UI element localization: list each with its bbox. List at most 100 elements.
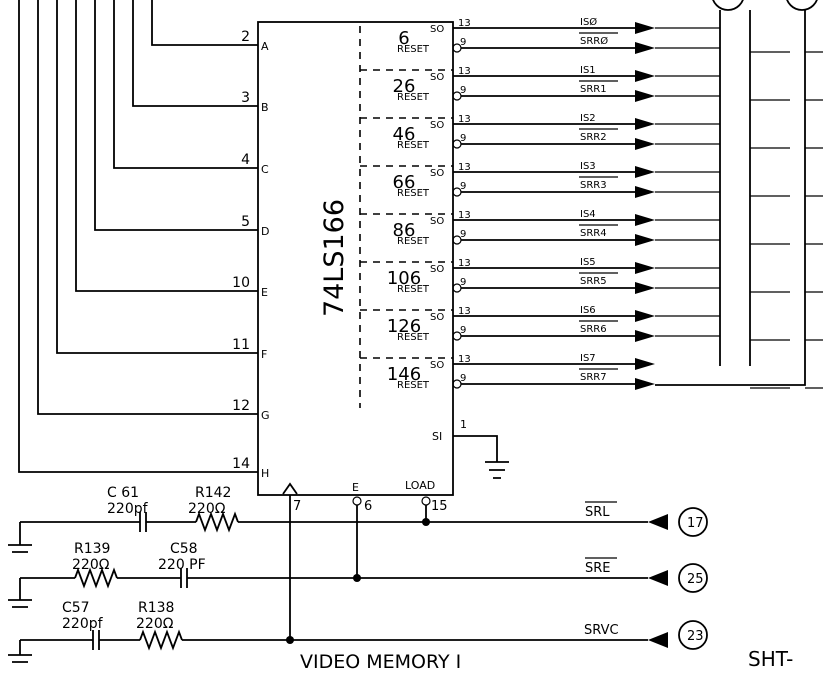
reset-net-label: SRR7 bbox=[580, 372, 607, 383]
so-arrow bbox=[635, 262, 655, 274]
left-pin-number: 5 bbox=[241, 214, 250, 230]
r142-name: R142 bbox=[195, 485, 231, 501]
so-pin-number: 13 bbox=[458, 162, 471, 173]
left-pin-wire bbox=[94, 0, 258, 231]
connector-circle-top-1 bbox=[712, 0, 744, 11]
section-id: 46 bbox=[393, 124, 416, 145]
reset-pin-number: 9 bbox=[460, 85, 466, 96]
left-pin-number: 4 bbox=[241, 152, 250, 168]
c61-value: 220pf bbox=[107, 501, 149, 517]
reset-label: RESET bbox=[397, 92, 430, 103]
section-id: 6 bbox=[398, 28, 409, 49]
so-pin-number: 13 bbox=[458, 18, 471, 29]
so-label: SO bbox=[430, 24, 444, 35]
left-pin-wire bbox=[132, 0, 258, 107]
so-arrow bbox=[635, 22, 655, 34]
so-label: SO bbox=[430, 264, 444, 275]
signal-lines bbox=[8, 507, 708, 663]
section-id: 26 bbox=[393, 76, 416, 97]
section-id: 66 bbox=[393, 172, 416, 193]
left-pin-wire bbox=[18, 0, 258, 473]
so-label: SO bbox=[430, 120, 444, 131]
left-pin-wire bbox=[151, 0, 258, 46]
so-pin-number: 13 bbox=[458, 66, 471, 77]
left-pin-number: 3 bbox=[241, 90, 250, 106]
left-pin-label: H bbox=[261, 467, 269, 480]
left-pin-label: C bbox=[261, 163, 269, 176]
so-label: SO bbox=[430, 360, 444, 371]
so-pin-number: 13 bbox=[458, 114, 471, 125]
left-pin-label: E bbox=[261, 286, 268, 299]
reset-pin-number: 9 bbox=[460, 181, 466, 192]
si-ground: SI 1 bbox=[432, 418, 509, 479]
reset-net-label: SRR3 bbox=[580, 180, 607, 191]
connector-circle-top-2 bbox=[786, 0, 818, 11]
so-net-label: IS6 bbox=[580, 305, 596, 316]
signal-sre-net: SRE bbox=[585, 561, 611, 576]
so-label: SO bbox=[430, 216, 444, 227]
reset-bubble bbox=[452, 187, 462, 197]
left-pin-wire bbox=[56, 0, 258, 354]
r138-name: R138 bbox=[138, 600, 174, 616]
so-net-label: ISØ bbox=[580, 16, 597, 28]
reset-label: RESET bbox=[397, 284, 430, 295]
so-net-label: IS1 bbox=[580, 65, 596, 76]
so-pin-number: 13 bbox=[458, 306, 471, 317]
so-pin-number: 13 bbox=[458, 210, 471, 221]
reset-arrow bbox=[635, 378, 655, 390]
signal-srvc-net: SRVC bbox=[584, 623, 619, 638]
signal-srvc-connector: 23 bbox=[687, 629, 704, 644]
bus-vertical bbox=[655, 10, 806, 386]
bottom-pin-7: 7 bbox=[293, 499, 301, 514]
so-net-label: IS3 bbox=[580, 161, 596, 172]
so-pin-number: 13 bbox=[458, 258, 471, 269]
left-pin-label: A bbox=[261, 40, 269, 53]
reset-pin-number: 9 bbox=[460, 133, 466, 144]
reset-net-label: SRR1 bbox=[580, 84, 607, 95]
r139-value: 220Ω bbox=[72, 557, 110, 573]
signal-srl-connector: 17 bbox=[687, 516, 704, 531]
signal-sre-connector: 25 bbox=[687, 572, 704, 587]
reset-net-label: SRRØ bbox=[580, 35, 608, 47]
left-pin-wire bbox=[113, 0, 258, 169]
section-id: 146 bbox=[387, 364, 421, 385]
so-net-label: IS2 bbox=[580, 113, 596, 124]
component-labels: C 61 220pf R142 220Ω R139 220Ω C58 220 P… bbox=[62, 485, 231, 632]
c58-value: 220 PF bbox=[158, 557, 206, 573]
so-arrow bbox=[635, 166, 655, 178]
reset-bubble bbox=[452, 43, 462, 53]
reset-net-label: SRR6 bbox=[580, 324, 607, 335]
reset-bubble bbox=[452, 331, 462, 341]
so-net-label: IS5 bbox=[580, 257, 596, 268]
reset-arrow bbox=[635, 42, 655, 54]
reset-arrow bbox=[635, 90, 655, 102]
reset-pin-number: 9 bbox=[460, 373, 466, 384]
left-pin-number: 12 bbox=[232, 398, 250, 414]
so-arrow bbox=[635, 70, 655, 82]
reset-label: RESET bbox=[397, 188, 430, 199]
clock-marker bbox=[282, 482, 298, 495]
left-pin-wire bbox=[75, 0, 258, 292]
left-pin-label: F bbox=[261, 348, 267, 361]
so-label: SO bbox=[430, 72, 444, 83]
bottom-pin-15: 15 bbox=[431, 499, 448, 514]
reset-bubble bbox=[452, 91, 462, 101]
sheet-label: SHT- bbox=[748, 647, 793, 669]
reset-label: RESET bbox=[397, 140, 430, 151]
so-arrow bbox=[635, 214, 655, 226]
signal-labels: SRL 17 SRE 25 SRVC 23 bbox=[584, 501, 704, 644]
reset-net-label: SRR4 bbox=[580, 228, 607, 239]
left-pin-number: 11 bbox=[232, 337, 250, 353]
reset-label: RESET bbox=[397, 332, 430, 343]
chip-body bbox=[257, 21, 454, 496]
si-label: SI bbox=[432, 430, 442, 443]
reset-arrow bbox=[635, 138, 655, 150]
bottom-pin-load-label: LOAD bbox=[405, 479, 435, 492]
c58-name: C58 bbox=[170, 541, 198, 557]
reset-label: RESET bbox=[397, 380, 430, 391]
bottom-pin-6: 6 bbox=[364, 499, 372, 514]
reset-arrow bbox=[635, 234, 655, 246]
